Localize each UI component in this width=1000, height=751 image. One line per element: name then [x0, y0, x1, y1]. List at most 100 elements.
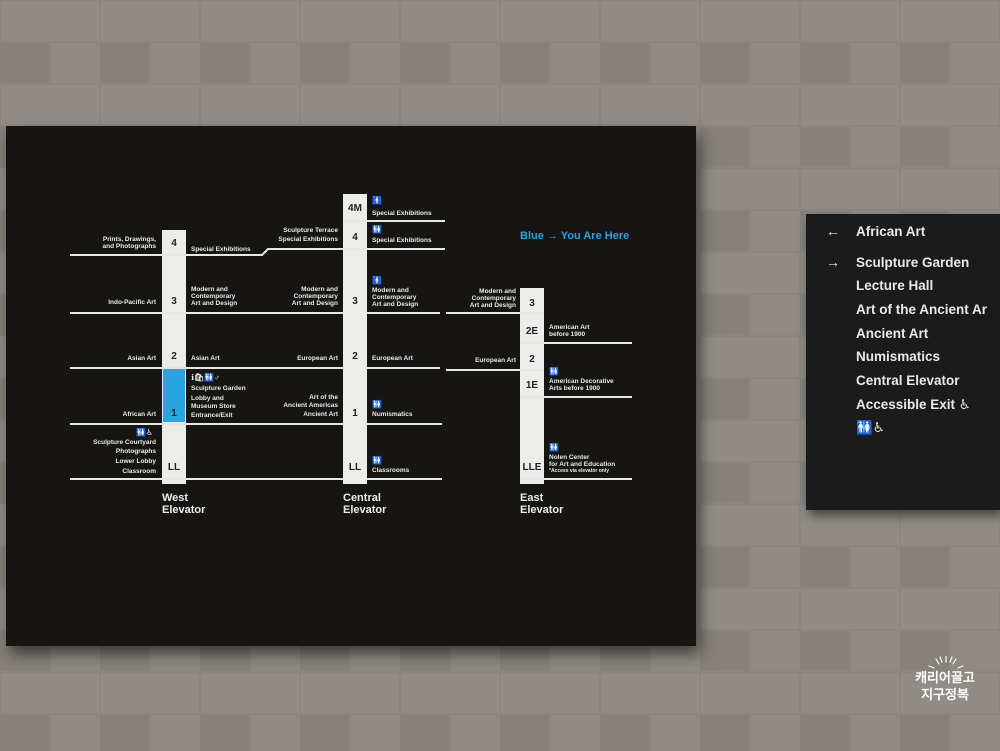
- sign-item-central-elevator: Central Elevator: [856, 373, 960, 388]
- central-elevator-name-1: Central: [343, 492, 381, 504]
- west-f2-left-label: Asian Art: [127, 355, 156, 362]
- east-floor-1e-line: [520, 396, 632, 398]
- east-f3-left-label-3: Art and Design: [469, 302, 516, 309]
- left-arrow-icon: ←: [826, 223, 840, 239]
- west-ll-left-label-1: Sculpture Courtyard: [93, 439, 156, 446]
- central-f4-left-label-1: Sculpture Terrace: [283, 227, 338, 234]
- sign-item-african-art: African Art: [856, 224, 926, 239]
- west-f3-right-label-1: Modern and: [191, 286, 228, 293]
- east-elevator-name-2: Elevator: [520, 504, 564, 516]
- central-f4-left-label-2: Special Exhibitions: [278, 236, 338, 243]
- central-elevator-column: [343, 194, 367, 484]
- west-floor-1-line: [70, 423, 442, 425]
- west-ll-left-label-2: Photographs: [115, 448, 156, 455]
- central-f1-restroom-icon: 🚻: [372, 400, 382, 409]
- sign-item-numismatics: Numismatics: [856, 349, 941, 364]
- east-lle-restroom-icon: 🚻: [549, 443, 559, 452]
- central-f3-left-label-1: Modern and: [301, 286, 338, 293]
- east-lle-right-label-1: Nolen Center: [549, 454, 590, 461]
- east-f3-left-label-1: Modern and: [479, 288, 516, 295]
- central-f1-left-label-1: Art of the: [309, 394, 338, 401]
- east-floor-lle-line: [520, 478, 632, 480]
- central-f3-right-label-2: Contemporary: [372, 294, 417, 301]
- floor-directory-board: Blue → You Are Here 4 3 2 1 LL Prints, D…: [6, 126, 696, 646]
- west-floor-ll-line: [70, 478, 442, 480]
- east-f3-left-label-2: Contemporary: [471, 295, 516, 302]
- west-f3-left-label: Indo-Pacific Art: [108, 299, 156, 306]
- west-f1-right-label-3: Museum Store: [191, 403, 236, 410]
- west-f1-right-label-2: Lobby and: [191, 395, 224, 402]
- central-f4m-right-label: Special Exhibitions: [372, 210, 432, 217]
- east-f2e-right-label-1: American Art: [549, 324, 590, 331]
- east-floor-2-line: [446, 369, 544, 371]
- west-floor-2-line: [70, 367, 440, 369]
- central-ll-right-label: Classrooms: [372, 467, 410, 474]
- central-f3-left-label-3: Art and Design: [291, 300, 338, 307]
- east-f2-left-label: European Art: [475, 357, 516, 364]
- west-f2-right-label: Asian Art: [191, 355, 220, 362]
- east-floor-lle: LLE: [522, 462, 542, 473]
- east-f1e-restroom-icon: 🚻: [549, 367, 559, 376]
- east-elevator-name-1: East: [520, 492, 544, 504]
- central-floor-3: 3: [352, 296, 358, 307]
- west-f3-right-label-2: Contemporary: [191, 293, 236, 300]
- east-lle-right-label-2: for Art and Education: [549, 461, 616, 468]
- west-ll-left-label-3: Lower Lobby: [115, 458, 156, 465]
- watermark-line-1: 캐리어끌고: [915, 671, 975, 686]
- west-floor-2: 2: [171, 351, 177, 362]
- you-are-here-legend: Blue → You Are Here: [520, 230, 630, 242]
- west-f1-right-label-1: Sculpture Garden: [191, 385, 246, 392]
- central-floor-ll: LL: [348, 462, 362, 473]
- central-f2-left-label: European Art: [297, 355, 338, 362]
- watermark-line-2: 지구정복: [921, 688, 969, 703]
- watermark: 캐리어끌고 지구정복: [900, 656, 990, 736]
- west-elevator-name-2: Elevator: [162, 504, 206, 516]
- central-elevator-name-2: Elevator: [343, 504, 387, 516]
- west-f1-info-icons: ℹ🛍🚻♂: [191, 373, 221, 382]
- restroom-accessible-icon: 🚻♿: [856, 420, 885, 435]
- west-elevator-name-1: West: [162, 492, 189, 504]
- central-f1-left-label-2: Ancient Americas: [283, 402, 338, 409]
- west-floor-4: 4: [171, 238, 177, 249]
- central-floor-4-line: [343, 248, 445, 250]
- west-floor-3: 3: [171, 296, 177, 307]
- east-f2e-right-label-2: before 1900: [549, 331, 586, 338]
- sign-item-sculpture-garden: Sculpture Garden: [856, 255, 970, 270]
- central-f4m-person-icon: 🚹: [372, 196, 382, 205]
- east-lle-right-label-3: *Access via elevator only: [549, 468, 610, 474]
- floor-4-step-connector: [250, 248, 346, 256]
- central-floor-4m-line: [343, 220, 445, 222]
- west-floor-1-you-are-here: [163, 368, 185, 422]
- east-elevator-column: [520, 288, 544, 484]
- central-f1-left-label-3: Ancient Art: [303, 411, 338, 418]
- central-floor-4: 4: [352, 232, 358, 243]
- west-f4-right-label: Special Exhibitions: [191, 246, 251, 253]
- central-f3-person-icon: 🚹: [372, 276, 382, 285]
- west-f1-right-label-4: Entrance/Exit: [191, 412, 233, 419]
- central-f1-right-label: Numismatics: [372, 411, 413, 418]
- west-floor-4-line: [70, 254, 256, 256]
- east-floor-3-line: [446, 312, 544, 314]
- east-floor-1e: 1E: [525, 380, 539, 391]
- west-floor-3-line: [70, 312, 440, 314]
- west-f4-left-label-1: Prints, Drawings,: [102, 236, 156, 243]
- central-f4-right-label: Special Exhibitions: [372, 237, 432, 244]
- east-floor-2e-line: [520, 342, 632, 344]
- sign-item-ancient-art: Ancient Art: [856, 326, 929, 341]
- west-ll-restroom-icon: 🚻♿: [136, 428, 154, 437]
- west-floor-ll: LL: [167, 462, 181, 473]
- west-f1-left-label: African Art: [122, 411, 156, 418]
- east-f1e-right-label-1: American Decorative: [549, 378, 614, 385]
- east-floor-2e: 2E: [525, 326, 539, 337]
- central-ll-restroom-icon: 🚻: [372, 456, 382, 465]
- central-f2-right-label: European Art: [372, 355, 413, 362]
- west-f4-left-label-2: and Photographs: [102, 243, 156, 250]
- sign-item-accessible-exit: Accessible Exit ♿: [856, 397, 971, 412]
- east-f1e-right-label-2: Arts before 1900: [549, 385, 600, 392]
- central-f3-left-label-2: Contemporary: [293, 293, 338, 300]
- central-floor-1: 1: [352, 408, 358, 419]
- east-floor-3: 3: [529, 298, 535, 309]
- right-arrow-icon: →: [826, 254, 840, 270]
- sunburst-icon: [928, 656, 964, 669]
- central-floor-2: 2: [352, 351, 358, 362]
